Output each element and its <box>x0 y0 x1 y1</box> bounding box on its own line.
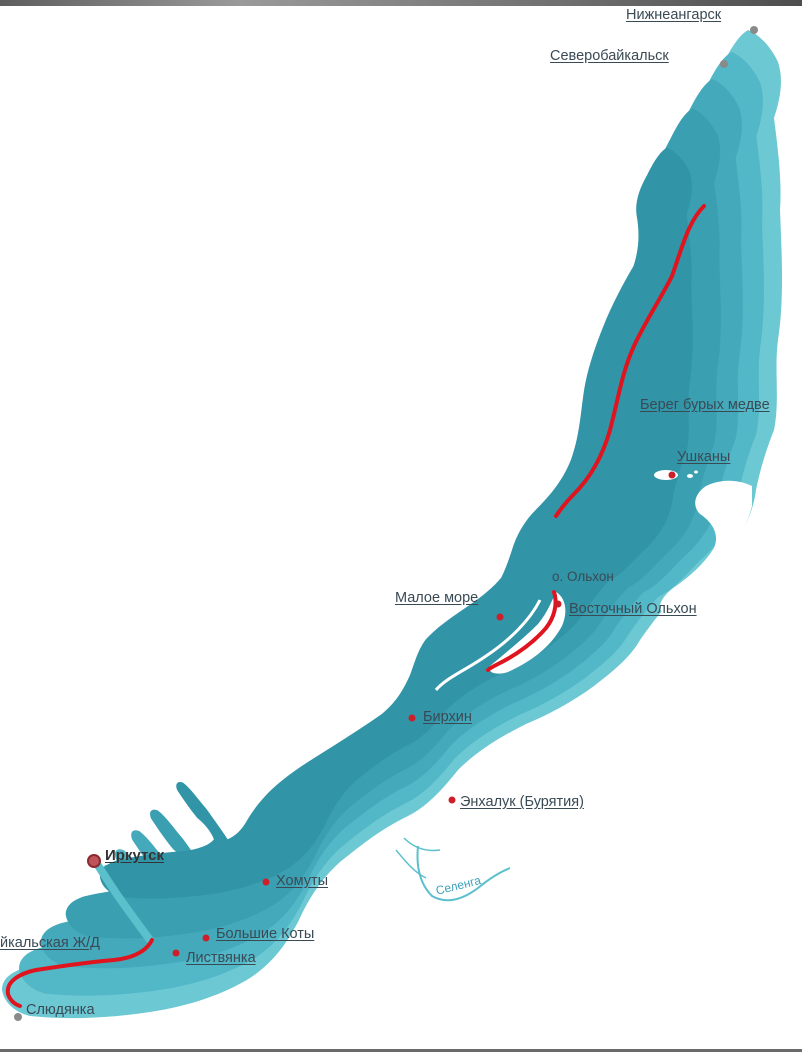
angara-river <box>92 858 154 944</box>
marker-listvyanka <box>172 949 180 957</box>
maloe-more-strait <box>434 599 542 692</box>
olkhon-island <box>489 592 566 674</box>
label-krugobaikalskaya-railway[interactable]: йкальская Ж/Д <box>0 935 100 951</box>
label-olkhon-island: о. Ольхон <box>552 569 614 584</box>
marker-khomuty <box>262 878 270 886</box>
label-khomuty[interactable]: Хомуты <box>276 873 329 889</box>
label-severobaikalsk[interactable]: Северобайкальск <box>550 48 669 64</box>
bottom-border <box>0 1049 802 1052</box>
label-irkutsk[interactable]: Иркутск <box>105 847 164 864</box>
lake-baikal <box>2 30 782 1019</box>
label-bereg-burykh-medvedey[interactable]: Берег бурых медве <box>640 397 770 413</box>
label-vostochny-olkhon[interactable]: Восточный Ольхон <box>569 601 697 617</box>
label-nizhneangarsk[interactable]: Нижнеангарск <box>626 7 722 23</box>
marker-birkhin <box>408 714 416 722</box>
marker-vostochny-olkhon <box>554 600 562 608</box>
svyatoy-nos-peninsula <box>659 480 752 612</box>
marker-bolshie-koty <box>202 934 210 942</box>
selenga-delta <box>372 830 511 902</box>
marker-nizhneangarsk <box>750 26 758 34</box>
marker-irkutsk <box>87 854 101 868</box>
marker-slyudyanka <box>14 1013 22 1021</box>
marker-enkhaluk <box>448 796 456 804</box>
label-maloe-more[interactable]: Малое море <box>395 590 479 606</box>
highlighted-shores <box>5 204 706 1008</box>
place-markers <box>14 26 758 1021</box>
label-bolshie-koty[interactable]: Большие Коты <box>216 926 315 942</box>
label-birkhin[interactable]: Бирхин <box>423 709 472 725</box>
marker-ushkany <box>668 471 676 479</box>
label-ushkany[interactable]: Ушканы <box>677 449 731 465</box>
label-enkhaluk[interactable]: Энхалук (Бурятия) <box>460 794 584 810</box>
marker-maloe-more <box>496 613 504 621</box>
top-border <box>0 0 802 6</box>
marker-severobaikalsk <box>720 60 728 68</box>
label-listvyanka[interactable]: Листвянка <box>186 950 256 966</box>
label-slyudyanka: Слюдянка <box>26 1002 95 1018</box>
